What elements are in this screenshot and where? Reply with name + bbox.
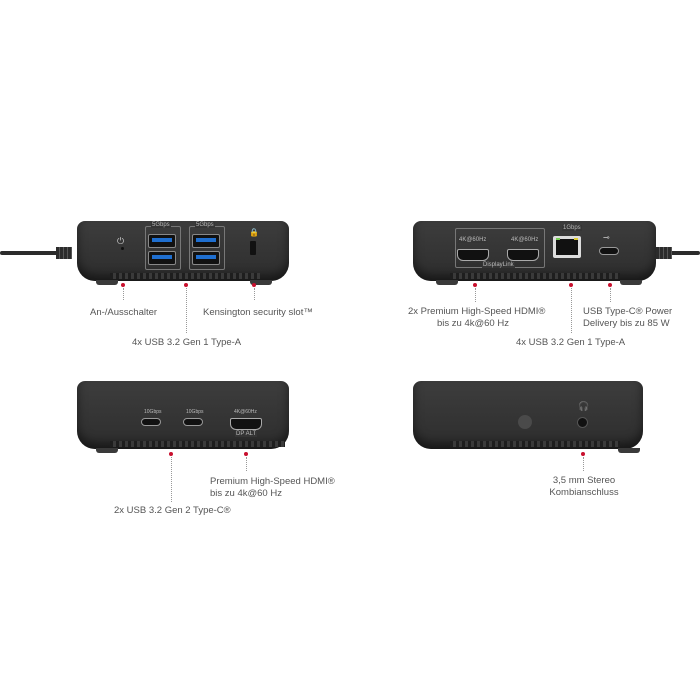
usb-a-port[interactable] — [148, 234, 176, 248]
callout-usb-c: 2x USB 3.2 Gen 2 Type-C® — [114, 505, 231, 516]
callout-hdmi-line1: Premium High-Speed HDMI® — [210, 476, 335, 487]
usb-c-port[interactable] — [183, 418, 203, 426]
callout-line — [571, 288, 572, 333]
foot — [618, 448, 640, 453]
hdmi-label: 4K@60Hz — [510, 237, 540, 243]
power-icon: ⏻ — [117, 236, 125, 246]
speed-label: 5Gbps — [151, 222, 171, 228]
callout-line — [583, 457, 584, 471]
usb-c-pd-port[interactable] — [599, 247, 619, 255]
kensington-slot[interactable] — [250, 241, 256, 255]
power-button[interactable] — [121, 247, 124, 250]
usb-c-speed-label: 10Gbps — [185, 409, 205, 415]
callout-line — [475, 288, 476, 302]
vent — [110, 441, 285, 447]
callout-line — [610, 288, 611, 302]
button-round[interactable] — [518, 415, 532, 429]
callout-dot — [473, 283, 477, 287]
cable — [0, 251, 60, 255]
callout-line — [186, 288, 187, 333]
speed-label: 5Gbps — [195, 222, 215, 228]
callout-audio: 3,5 mm Stereo Kombianschluss — [548, 475, 620, 499]
callout-line — [123, 288, 124, 300]
usb-a-port[interactable] — [148, 251, 176, 265]
callout-line — [171, 457, 172, 502]
callout-dot — [184, 283, 188, 287]
callout-pd-line1: USB Type-C® Power — [583, 306, 673, 317]
cable-strain-relief — [656, 247, 672, 259]
ethernet-speed-label: 1Gbps — [562, 225, 582, 231]
vent — [450, 273, 620, 279]
callout-hdmi-line1: 2x Premium High-Speed HDMI® — [408, 306, 546, 317]
hdmi-port[interactable] — [457, 249, 489, 261]
lock-icon: 🔒 — [249, 228, 259, 237]
ethernet-port[interactable] — [553, 236, 581, 258]
vent — [450, 441, 620, 447]
power-plug-icon: ⊸ — [603, 233, 610, 242]
hdmi-label: 4K@60Hz — [458, 237, 488, 243]
foot — [250, 280, 272, 285]
cable-strain-relief — [56, 247, 72, 259]
usb-a-port[interactable] — [192, 251, 220, 265]
foot — [620, 280, 642, 285]
callout-usb-a: 4x USB 3.2 Gen 1 Type-A — [132, 337, 242, 348]
callout-dot — [581, 452, 585, 456]
displaylink-label: DisplayLink — [482, 262, 515, 268]
usb-c-speed-label: 10Gbps — [143, 409, 163, 415]
callout-dot — [252, 283, 256, 287]
dock-body — [77, 381, 289, 449]
callout-pd: USB Type-C® Power Delivery bis zu 85 W — [583, 306, 672, 330]
headset-icon: 🎧 — [578, 401, 590, 411]
usb-c-port[interactable] — [141, 418, 161, 426]
callout-power: An-/Ausschalter — [90, 307, 158, 318]
hdmi-port[interactable] — [230, 418, 262, 430]
callout-hdmi: Premium High-Speed HDMI® bis zu 4k@60 Hz — [210, 476, 335, 500]
callout-pd-line2: Delivery bis zu 85 W — [583, 318, 670, 329]
audio-jack[interactable] — [577, 417, 588, 428]
callout-dot — [244, 452, 248, 456]
hdmi-label: 4K@60Hz — [233, 409, 258, 415]
callout-line — [246, 457, 247, 471]
usb-a-port[interactable] — [192, 234, 220, 248]
callout-line — [254, 288, 255, 300]
dp-alt-label: DP ALT — [235, 431, 258, 437]
callout-audio-line1: 3,5 mm Stereo — [552, 475, 616, 486]
callout-dot — [569, 283, 573, 287]
foot — [96, 280, 118, 285]
vent — [110, 273, 260, 279]
foot — [436, 280, 458, 285]
callout-usb-a: 4x USB 3.2 Gen 1 Type-A — [516, 337, 626, 348]
callout-dot — [169, 452, 173, 456]
callout-audio-line2: Kombianschluss — [549, 487, 619, 498]
callout-dot — [121, 283, 125, 287]
foot — [96, 448, 118, 453]
callout-kensington: Kensington security slot™ — [203, 307, 313, 318]
callout-hdmi-line2: bis zu 4k@60 Hz — [437, 318, 509, 329]
callout-hdmi: 2x Premium High-Speed HDMI® bis zu 4k@60… — [408, 306, 546, 330]
hdmi-port[interactable] — [507, 249, 539, 261]
callout-dot — [608, 283, 612, 287]
callout-hdmi-line2: bis zu 4k@60 Hz — [210, 488, 282, 499]
